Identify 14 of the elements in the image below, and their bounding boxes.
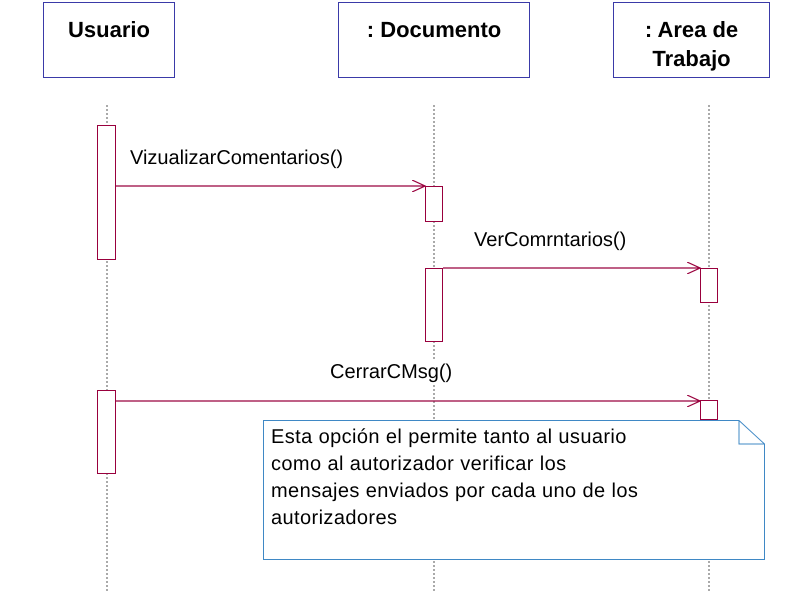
message-label: CerrarCMsg()	[330, 360, 452, 384]
message-arrow	[116, 179, 426, 193]
lifeline-header: : Area de Trabajo	[613, 2, 770, 78]
activation-bar	[97, 125, 116, 260]
activation-bar	[700, 268, 718, 303]
message-arrow	[116, 394, 701, 408]
lifeline-header: : Documento	[338, 2, 530, 78]
note: Esta opción el permite tanto al usuario como al autorizador verificar los mensajes enviados por cada uno de los autorizadores	[263, 420, 765, 560]
activation-bar	[700, 400, 718, 420]
activation-bar	[425, 268, 443, 342]
message-arrow	[443, 261, 701, 275]
lifeline-header: Usuario	[43, 2, 175, 78]
activation-bar	[425, 186, 443, 222]
activation-bar	[97, 390, 116, 474]
